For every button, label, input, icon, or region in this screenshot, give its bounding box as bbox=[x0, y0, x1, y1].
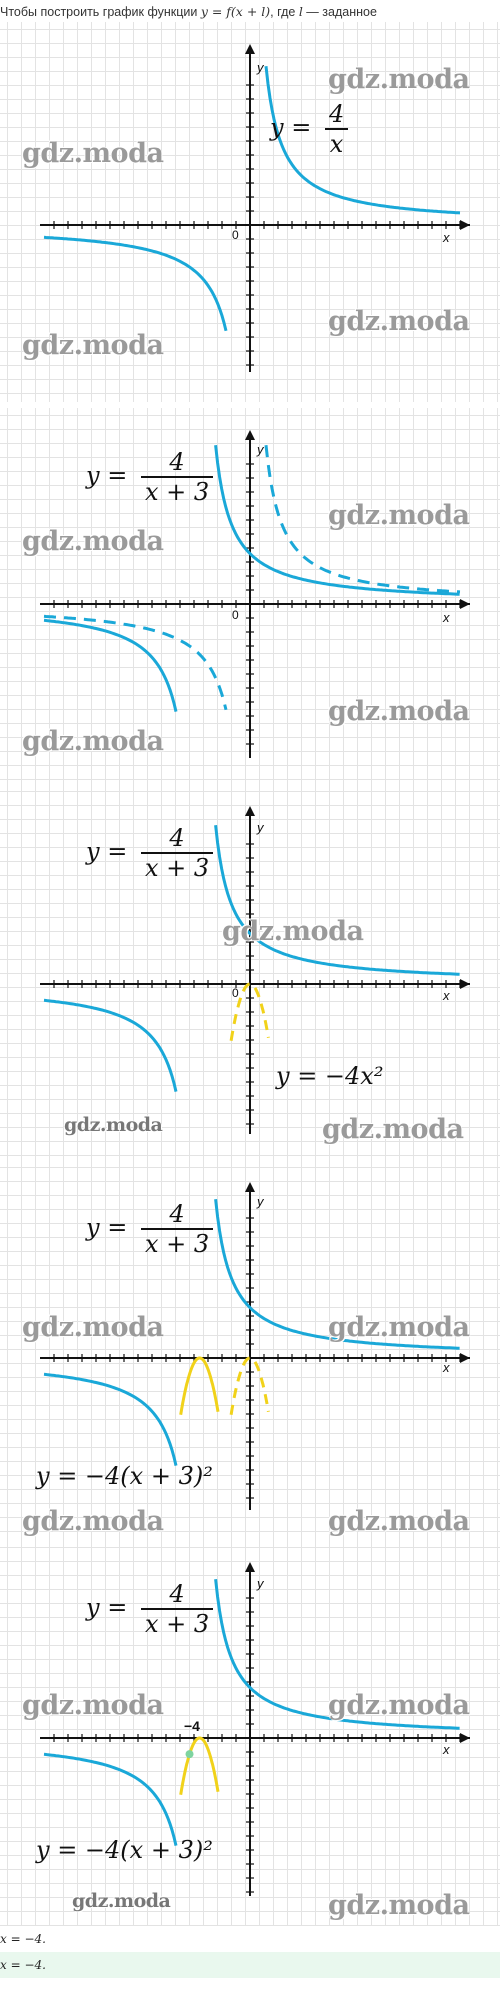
origin-label: 0 bbox=[232, 986, 239, 1000]
y-axis-arrow bbox=[245, 1562, 255, 1572]
hyperbola-shifted-left-branch bbox=[43, 1372, 178, 1466]
watermark: gdz.moda bbox=[22, 1312, 164, 1343]
x-axis-label: x bbox=[443, 230, 450, 245]
parabola-formula: y = −4x² bbox=[276, 1062, 384, 1090]
watermark: gdz.moda bbox=[22, 1506, 164, 1537]
watermark: gdz.moda bbox=[64, 1114, 163, 1136]
watermark: gdz.moda bbox=[328, 1506, 470, 1537]
watermark: gdz.moda bbox=[328, 1890, 470, 1921]
parabola-original bbox=[229, 1356, 270, 1415]
intersection-point bbox=[185, 1750, 194, 1759]
x-axis-arrow bbox=[460, 220, 470, 230]
watermark: gdz.moda bbox=[72, 1890, 171, 1912]
watermark: gdz.moda bbox=[22, 1690, 164, 1721]
hyperbola-left-branch bbox=[43, 235, 228, 332]
parabola-shifted bbox=[179, 1736, 220, 1795]
parabola-original bbox=[229, 982, 270, 1041]
x-axis-label: x bbox=[443, 988, 450, 1003]
hyperbola-right-branch bbox=[264, 66, 461, 215]
watermark: gdz.moda bbox=[328, 306, 470, 337]
origin-label: 0 bbox=[232, 608, 239, 622]
watermark: gdz.moda bbox=[328, 500, 470, 531]
parabola-shifted bbox=[179, 1356, 220, 1415]
tick-label: −4 bbox=[184, 1718, 200, 1734]
watermark: gdz.moda bbox=[22, 330, 164, 361]
hyperbola-shifted-right-branch bbox=[214, 1579, 460, 1730]
y-axis-label: y bbox=[257, 820, 264, 835]
hyperbola-shifted-left-branch bbox=[43, 998, 178, 1092]
hyperbola-shifted-left-branch bbox=[43, 1752, 178, 1846]
answer-line: x = −4. bbox=[0, 1932, 46, 1946]
answer-line-highlighted: x = −4. bbox=[0, 1952, 500, 1978]
hyperbola-shifted-right-branch bbox=[214, 445, 460, 596]
watermark: gdz.moda bbox=[328, 1312, 470, 1343]
hyperbola-original-right-branch bbox=[264, 445, 461, 594]
x-axis-arrow bbox=[460, 979, 470, 989]
watermark: gdz.moda bbox=[328, 1690, 470, 1721]
watermark: gdz.moda bbox=[22, 526, 164, 557]
intro-text: Чтобы построить график функции y = f(x +… bbox=[0, 4, 377, 19]
watermark: gdz.moda bbox=[22, 726, 164, 757]
graph-5-svg bbox=[40, 1562, 470, 1896]
parabola-formula: y = −4(x + 3)² bbox=[36, 1462, 213, 1490]
watermark: gdz.moda bbox=[222, 916, 364, 947]
y-axis-label: y bbox=[257, 442, 264, 457]
y-axis-arrow bbox=[245, 806, 255, 816]
graph-2-svg bbox=[40, 430, 470, 758]
y-axis-label: y bbox=[257, 1194, 264, 1209]
graph-3-svg bbox=[40, 806, 470, 1134]
origin-label: 0 bbox=[232, 228, 239, 242]
y-axis-label: y bbox=[257, 60, 264, 75]
graph-4-svg bbox=[40, 1182, 470, 1510]
watermark: gdz.moda bbox=[322, 1114, 464, 1145]
x-axis-label: x bbox=[443, 1742, 450, 1757]
x-axis-label: x bbox=[443, 610, 450, 625]
x-axis-arrow bbox=[460, 1733, 470, 1743]
hyperbola-original-left-branch bbox=[43, 614, 228, 711]
watermark: gdz.moda bbox=[22, 138, 164, 169]
graph-1-svg bbox=[40, 44, 470, 372]
parabola-formula: y = −4(x + 3)² bbox=[36, 1836, 213, 1864]
hyperbola-shifted-left-branch bbox=[43, 618, 178, 712]
y-axis-arrow bbox=[245, 1182, 255, 1192]
x-axis-label: x bbox=[443, 1360, 450, 1375]
watermark: gdz.moda bbox=[328, 696, 470, 727]
y-axis-label: y bbox=[257, 1576, 264, 1591]
watermark: gdz.moda bbox=[328, 64, 470, 95]
y-axis-arrow bbox=[245, 430, 255, 440]
x-axis-arrow bbox=[460, 1353, 470, 1363]
x-axis-arrow bbox=[460, 599, 470, 609]
hyperbola-shifted-right-branch bbox=[214, 825, 460, 976]
hyperbola-shifted-right-branch bbox=[214, 1199, 460, 1350]
y-axis-arrow bbox=[245, 44, 255, 54]
